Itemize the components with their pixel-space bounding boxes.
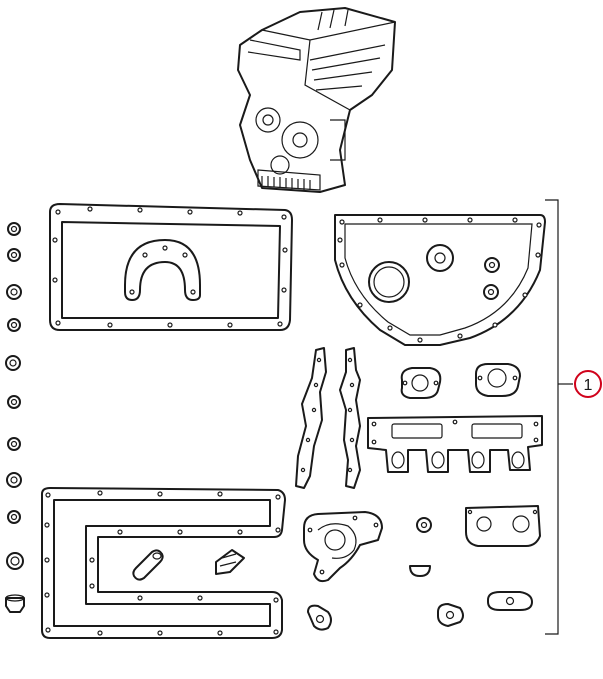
callout-circle [574, 370, 602, 398]
seal-rings-column [5, 222, 25, 613]
sump-gasket [41, 487, 286, 639]
large-seal-ring [6, 552, 24, 570]
camshaft-seal-small-2 [483, 284, 499, 300]
flange-gasket-left [400, 367, 442, 399]
o-ring-6 [7, 395, 21, 409]
timing-strip-gasket-left [295, 347, 327, 489]
o-ring-7 [7, 437, 21, 451]
small-seal-washer [416, 517, 432, 533]
callout-number: 1 [584, 377, 593, 394]
o-ring-9 [7, 510, 21, 524]
manifold-gasket [367, 415, 543, 473]
crankshaft-seal [368, 261, 410, 303]
rubber-block-seal [215, 549, 245, 575]
flange-gasket-right [475, 363, 521, 397]
oil-pan-gasket [49, 203, 293, 331]
plug-seal [5, 594, 25, 613]
water-pump-gasket [303, 511, 383, 583]
camshaft-seal-large [426, 244, 454, 272]
o-ring-5 [5, 355, 21, 371]
timing-strip-gasket-right [339, 347, 361, 489]
o-ring-1 [7, 222, 21, 236]
dowel-pin-seal [132, 549, 164, 581]
callout-marker: 1 [574, 370, 602, 398]
engine-illustration [237, 7, 396, 193]
thermostat-gasket [465, 505, 541, 547]
camshaft-seal-small-1 [484, 257, 500, 273]
timing-cover-gasket [334, 214, 546, 346]
cup-plug [409, 565, 431, 577]
o-ring-4 [7, 318, 21, 332]
o-ring-2 [7, 248, 21, 262]
callout-bracket [545, 199, 573, 635]
o-ring-3 [6, 284, 22, 300]
oval-gasket-left [307, 604, 332, 631]
oval-gasket-center [437, 603, 464, 627]
oval-gasket-right [487, 591, 533, 611]
o-ring-8 [6, 472, 22, 488]
